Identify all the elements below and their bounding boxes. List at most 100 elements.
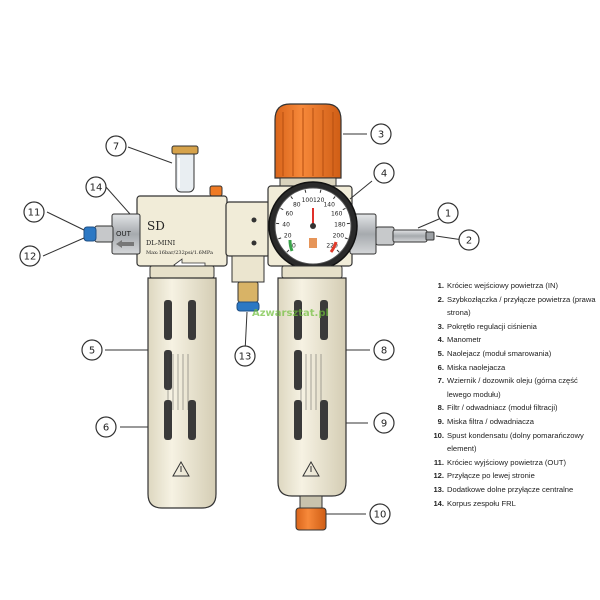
legend-item: 6.Miska naolejacza (432, 361, 598, 375)
legend-item: 12.Przyłącze po lewej stronie (432, 469, 598, 483)
legend-text: Spust kondensatu (dolny pomarańczowy ele… (447, 430, 584, 454)
callout-number: 1 (445, 209, 451, 220)
legend-item: 4.Manometr (432, 333, 598, 347)
legend-item: 11.Króciec wyjściowy powietrza (OUT) (432, 456, 598, 470)
callout-circle (234, 345, 256, 367)
gauge-tick-label: 140 (323, 202, 335, 209)
gauge-tick-mark (344, 237, 348, 240)
gauge-tick-mark (342, 207, 346, 211)
gauge-tick-mark (286, 249, 290, 253)
gauge-tick-label: 80 (293, 202, 301, 209)
callout-circle (81, 339, 103, 361)
watermark: Azwarsztat.pl (252, 308, 329, 319)
gauge-tick-mark (280, 207, 284, 211)
legend-number: 6. (437, 362, 444, 372)
legend-number: 9. (437, 416, 444, 426)
gauge-tick-label: 20 (284, 233, 292, 240)
callout-number: 2 (466, 236, 472, 247)
callout-circle (458, 229, 480, 251)
brand-label: SD (147, 219, 165, 233)
gauge-tick-label: 220 (326, 242, 338, 249)
push-in-fitting (94, 225, 114, 243)
legend-text: Dodatkowe dolne przyłącze centralne (447, 484, 574, 494)
gauge-tick-label: 100 (302, 197, 314, 204)
legend-number: 4. (437, 335, 444, 345)
gauge-tick-mark (278, 237, 282, 240)
legend-number: 3. (437, 321, 444, 331)
legend-text: Manometr (447, 335, 482, 345)
legend-number: 1. (437, 281, 444, 290)
oil-adjust-knob (209, 185, 223, 197)
legend-text: Przyłącze po lewej stronie (447, 471, 535, 481)
legend-text: Pokrętło regulacji ciśnienia (447, 321, 537, 331)
out-arrow-icon (116, 240, 134, 248)
legend-number: 11. (433, 457, 444, 467)
callout-circle (373, 162, 395, 184)
gauge-tick-mark (304, 189, 307, 193)
callout-circle (437, 202, 459, 224)
callout-lines (42, 133, 464, 515)
lubricator-module: SD DL-MINI Max:16bar/232psi/1.6MPa OUT (83, 145, 228, 509)
gauge-tick-label: 200 (333, 233, 345, 240)
gauge-tick-mark (290, 196, 294, 200)
legend-item: 8.Filtr / odwadniacz (moduł filtracji) (432, 401, 598, 415)
model-label: DL-MINI (146, 239, 176, 247)
legend-item: 7.Wziernik / dozownik oleju (górna część… (432, 374, 598, 401)
legend-text: Króciec wejściowy powietrza (IN) (447, 281, 558, 290)
callout-number: 4 (381, 169, 387, 180)
gauge-tick-mark (332, 196, 336, 200)
callout-number: 12 (24, 252, 37, 263)
callout-number: 5 (89, 346, 95, 357)
callout-circle (23, 201, 45, 223)
callout-number: 11 (28, 208, 41, 219)
gauge-tick-label: 180 (334, 221, 346, 228)
callout-number: 13 (239, 352, 252, 363)
callout-number: 9 (381, 419, 387, 430)
center-brass-fitting (237, 281, 259, 303)
condensate-drain (299, 495, 323, 509)
legend-item: 2.Szybkozłączka / przyłącze powietrza (p… (432, 293, 598, 320)
callout-number: 10 (374, 510, 387, 521)
center-connector (225, 201, 271, 312)
legend-number: 10. (433, 430, 444, 440)
rating-label: Max:16bar/232psi/1.6MPa (146, 250, 213, 256)
legend-text: Filtr / odwadniacz (moduł filtracji) (447, 403, 558, 413)
callout-circle (95, 416, 117, 438)
warning-triangle-icon (172, 460, 190, 477)
callout-number: 3 (378, 130, 384, 141)
legend-text: Miska filtra / odwadniacza (447, 416, 534, 426)
legend-text: Korpus zespołu FRL (447, 498, 516, 508)
pressure-knob (274, 103, 342, 179)
gauge-tick-mark (336, 249, 340, 253)
legend-text: Króciec wyjściowy powietrza (OUT) (447, 457, 566, 467)
callout-circle (373, 412, 395, 434)
lubricator-bowl (147, 277, 217, 509)
filter-warning-icon (302, 460, 320, 477)
legend-item: 9.Miska filtra / odwadniacza (432, 415, 598, 429)
callout-circle (85, 176, 107, 198)
legend-text: Miska naolejacza (447, 362, 506, 372)
legend-text: Naolejacz (moduł smarowania) (447, 348, 552, 358)
legend-number: 2. (437, 294, 444, 304)
callout-number: 8 (381, 346, 387, 357)
legend-item: 10.Spust kondensatu (dolny pomarańczowy … (432, 429, 598, 456)
callout-circle (373, 339, 395, 361)
legend-number: 13. (433, 484, 444, 494)
gauge-tick-label: 40 (282, 221, 290, 228)
legend-text: Wziernik / dozownik oleju (górna część l… (447, 376, 578, 399)
callout-circle (19, 245, 41, 267)
callout-circle (369, 503, 391, 525)
gauge-tick-label: 160 (331, 210, 343, 217)
legend-text: Szybkozłączka / przyłącze powietrza (pra… (447, 294, 596, 318)
legend-item: 5.Naolejacz (moduł smarowania) (432, 347, 598, 361)
legend-item: 1.Króciec wejściowy powietrza (IN) (432, 279, 598, 293)
gauge-tick-mark (319, 189, 322, 193)
legend-item: 13.Dodatkowe dolne przyłącze centralne (432, 483, 598, 497)
legend-number: 14. (433, 498, 444, 508)
gauge-tick-label: 120 (313, 197, 325, 204)
legend-number: 12. (433, 471, 444, 481)
callout-number: 6 (103, 423, 109, 434)
callout-circle (370, 123, 392, 145)
gauge-tick-label: 60 (285, 210, 293, 217)
